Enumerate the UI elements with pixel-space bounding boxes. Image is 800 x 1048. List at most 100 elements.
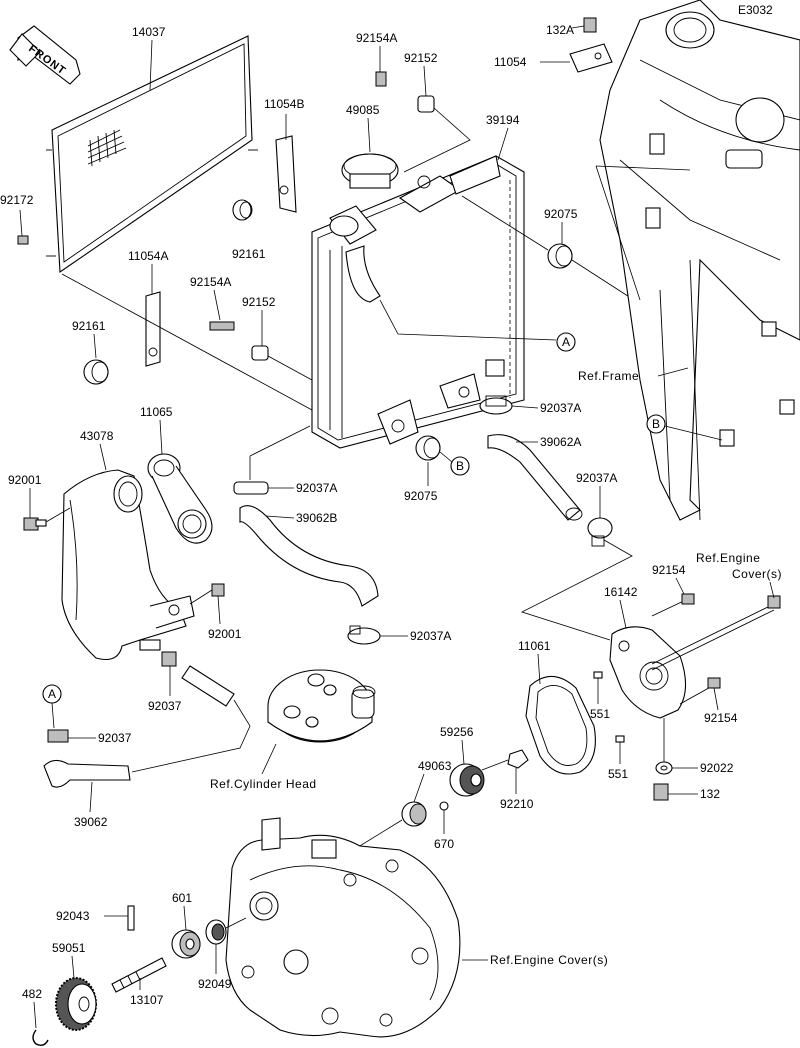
label-670: 670: [434, 837, 454, 851]
label-551-a: 551: [590, 707, 610, 721]
diagram-code: E3032: [738, 3, 773, 17]
label-92037a-head: 92037A: [410, 629, 451, 643]
label-39194: 39194: [486, 113, 520, 127]
seal-49063: [401, 801, 427, 827]
collar-92152-top: [417, 95, 435, 113]
label-92154-top: 92154: [652, 563, 686, 577]
dowel-pin-551-b: [615, 735, 625, 743]
seal-92049: [205, 919, 227, 945]
clamp-92037-left: [47, 729, 69, 743]
label-92001-mid: 92001: [208, 627, 242, 641]
hose-39062a: [487, 434, 583, 521]
engine-cover-reference: [225, 817, 461, 1038]
label-92037a-right: 92037A: [540, 401, 581, 415]
label-92001-left: 92001: [8, 473, 42, 487]
oring-670: [439, 801, 449, 811]
label-11054b: 11054B: [264, 97, 304, 111]
label-92152-top: 92152: [404, 51, 438, 65]
label-13107: 13107: [130, 993, 164, 1007]
label-11054a: 11054A: [128, 249, 168, 263]
label-39062: 39062: [74, 815, 108, 829]
label-11065: 11065: [140, 405, 173, 419]
ref-engine-cover-top-1: Ref.Engine: [696, 551, 760, 565]
grommet-92075-right: [547, 243, 573, 269]
label-92037-mid: 92037: [148, 699, 182, 713]
callout-a-right: A: [556, 332, 576, 352]
bracket-11054b: [275, 135, 297, 213]
dowel-pin-551-a: [593, 671, 603, 679]
label-92037a-mid: 92037A: [296, 481, 337, 495]
bolt-132: [653, 783, 669, 801]
label-39062b: 39062B: [296, 511, 337, 525]
gear-59051: [55, 977, 97, 1031]
grommet-92161-left: [83, 359, 109, 385]
label-92172: 92172: [0, 193, 34, 207]
clamp-92037a-mid: [233, 481, 269, 495]
label-11054: 11054: [494, 55, 527, 69]
grommet-92075-bottom: [415, 435, 441, 461]
bolt-92154-top: [651, 593, 695, 617]
impeller-59256: [449, 763, 485, 797]
label-92154-bottom: 92154: [704, 711, 738, 725]
label-92210: 92210: [500, 797, 534, 811]
hose-39062: [43, 759, 131, 788]
gasket-11061: [525, 675, 596, 775]
label-92161-top: 92161: [232, 247, 266, 261]
callout-b-right: B: [450, 456, 470, 476]
bolt-92154a-mid: [209, 321, 235, 331]
bearing-601: [171, 929, 201, 959]
bolt-92172: [17, 235, 29, 245]
svg-text:A: A: [562, 335, 570, 349]
bracket-11054a: [145, 291, 161, 367]
label-14037: 14037: [132, 25, 166, 39]
front-arrow-icon: FRONT: [9, 25, 81, 85]
circlip-482: [32, 1029, 49, 1047]
washer-92022: [655, 761, 673, 775]
clamp-92037-mid: [139, 639, 177, 667]
hose-39062b: [239, 505, 379, 607]
ref-engine-cover-bottom: Ref.Engine Cover(s): [490, 953, 608, 967]
shaft-13107: [111, 957, 167, 993]
radiator-39194: [311, 155, 525, 449]
collar-92152-mid: [251, 345, 269, 361]
label-92152-mid: 92152: [242, 295, 276, 309]
radiator-cap-49085: [341, 153, 399, 189]
label-92049: 92049: [198, 977, 232, 991]
label-43078: 43078: [80, 429, 114, 443]
ref-engine-cover-top-2: Cover(s): [732, 567, 782, 581]
ref-frame: Ref.Frame: [578, 369, 639, 383]
bolt-92001-left: [23, 517, 47, 531]
label-59051: 59051: [52, 941, 86, 955]
label-482: 482: [22, 987, 42, 1001]
frame-reference: [599, 0, 800, 521]
label-92154a-mid: 92154A: [190, 275, 231, 289]
label-92075-right: 92075: [544, 207, 578, 221]
bolt-92154a-top: [375, 71, 387, 87]
label-92161-left: 92161: [72, 319, 106, 333]
label-92043: 92043: [56, 909, 90, 923]
label-11061: 11061: [518, 639, 551, 653]
ref-cylinder-head: Ref.Cylinder Head: [210, 777, 317, 791]
reservoir-tank-43078: [61, 469, 195, 661]
label-601: 601: [172, 891, 192, 905]
long-bolt: [651, 595, 781, 671]
label-132: 132: [700, 787, 720, 801]
cylinder-head-reference: [267, 669, 376, 743]
callout-b-frame: B: [646, 414, 666, 434]
label-49063: 49063: [418, 759, 452, 773]
grommet-92161-top: [232, 199, 253, 221]
callout-a-left: A: [42, 684, 62, 704]
label-92154a-top: 92154A: [356, 31, 397, 45]
pin-92043: [127, 905, 135, 931]
label-39062a: 39062A: [540, 435, 581, 449]
label-92075-bottom: 92075: [404, 489, 438, 503]
label-59256: 59256: [440, 725, 474, 739]
svg-text:B: B: [456, 459, 464, 473]
radiator-screen: [46, 35, 258, 274]
cap-11065: [147, 453, 213, 544]
bracket-11054: [569, 43, 613, 73]
svg-text:A: A: [48, 687, 56, 701]
bolt-132a: [583, 17, 597, 33]
